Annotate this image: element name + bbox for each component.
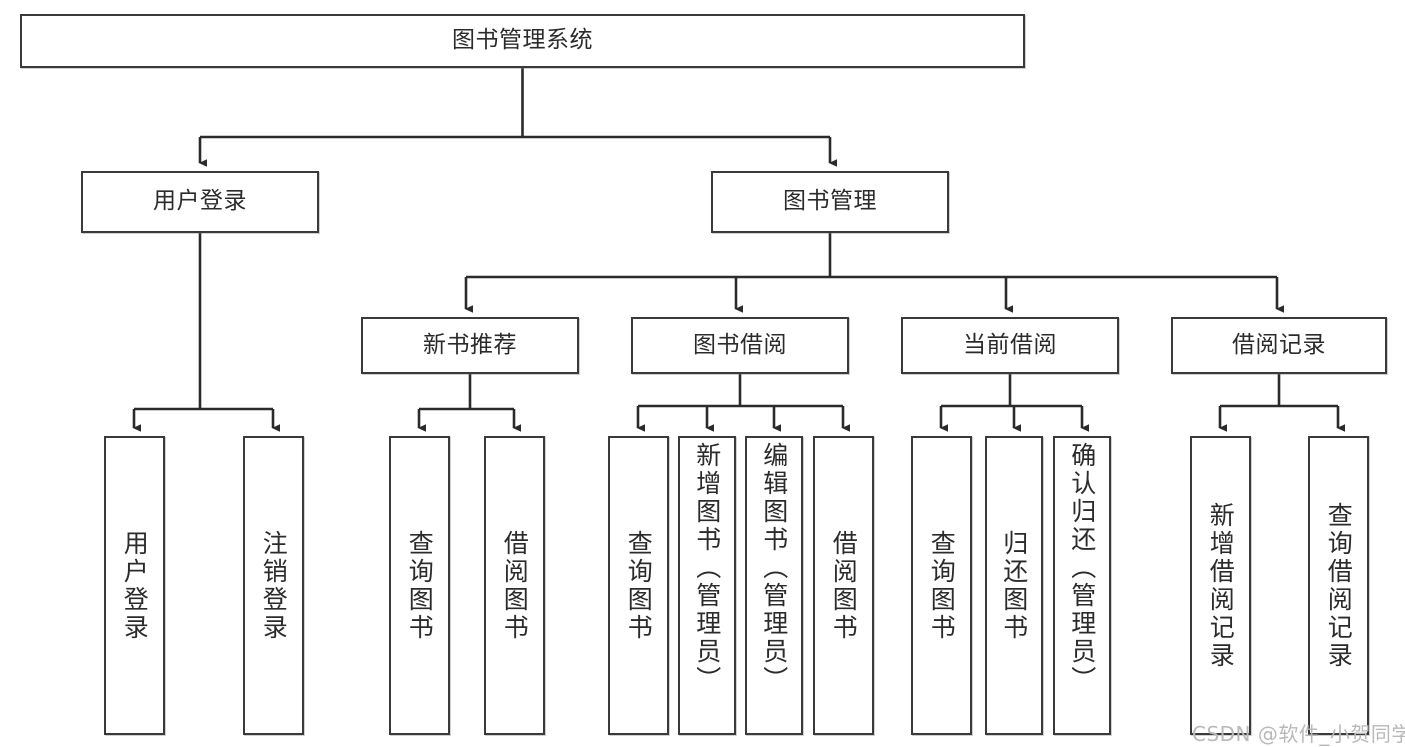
node-leaf-borrow-book-1-label: 借阅图书 <box>500 529 530 642</box>
node-leaf-borrow-book-2[interactable]: 借阅图书 <box>813 436 874 735</box>
node-leaf-confirm-return-label: 确认归还（管理员） <box>1067 442 1097 694</box>
node-leaf-user-login-label: 用户登录 <box>120 529 150 642</box>
node-leaf-query-book-2-label: 查询图书 <box>624 529 654 642</box>
node-leaf-query-book-3[interactable]: 查询图书 <box>911 436 972 735</box>
node-leaf-query-book-1-label: 查询图书 <box>405 529 435 642</box>
node-user-login-label: 用户登录 <box>153 188 247 215</box>
node-leaf-user-login[interactable]: 用户登录 <box>104 436 165 735</box>
node-borrow-records-label: 借阅记录 <box>1232 331 1326 358</box>
node-leaf-logout-label: 注销登录 <box>259 529 289 642</box>
node-root-label: 图书管理系统 <box>452 27 593 54</box>
node-leaf-logout[interactable]: 注销登录 <box>243 436 304 735</box>
node-leaf-query-record[interactable]: 查询借阅记录 <box>1308 436 1369 735</box>
node-book-borrow-label: 图书借阅 <box>693 331 787 358</box>
node-leaf-edit-book-label: 编辑图书（管理员） <box>759 442 789 694</box>
node-new-book-recommend[interactable]: 新书推荐 <box>361 317 579 374</box>
node-leaf-confirm-return[interactable]: 确认归还（管理员） <box>1053 436 1111 735</box>
node-leaf-query-book-3-label: 查询图书 <box>927 529 957 642</box>
node-user-login[interactable]: 用户登录 <box>81 171 319 233</box>
node-leaf-add-book-label: 新增图书（管理员） <box>692 442 722 694</box>
node-root[interactable]: 图书管理系统 <box>20 14 1025 68</box>
node-leaf-edit-book[interactable]: 编辑图书（管理员） <box>745 436 803 735</box>
node-leaf-borrow-book-1[interactable]: 借阅图书 <box>484 436 545 735</box>
node-leaf-add-book[interactable]: 新增图书（管理员） <box>678 436 736 735</box>
node-borrow-records[interactable]: 借阅记录 <box>1171 317 1387 374</box>
node-leaf-add-record[interactable]: 新增借阅记录 <box>1190 436 1251 735</box>
node-leaf-query-record-label: 查询借阅记录 <box>1324 501 1354 670</box>
node-book-manage[interactable]: 图书管理 <box>711 171 949 233</box>
node-leaf-borrow-book-2-label: 借阅图书 <box>829 529 859 642</box>
node-leaf-add-record-label: 新增借阅记录 <box>1206 501 1236 670</box>
node-book-borrow[interactable]: 图书借阅 <box>631 317 849 374</box>
node-leaf-return-book-label: 归还图书 <box>999 529 1029 642</box>
node-new-book-recommend-label: 新书推荐 <box>423 331 517 358</box>
node-current-borrow[interactable]: 当前借阅 <box>901 317 1119 374</box>
node-leaf-return-book[interactable]: 归还图书 <box>985 436 1043 735</box>
node-book-manage-label: 图书管理 <box>783 188 877 215</box>
node-leaf-query-book-1[interactable]: 查询图书 <box>389 436 450 735</box>
csdn-watermark: CSDN @软件_小贺同学 <box>1192 722 1405 746</box>
node-current-borrow-label: 当前借阅 <box>963 331 1057 358</box>
node-leaf-query-book-2[interactable]: 查询图书 <box>608 436 669 735</box>
